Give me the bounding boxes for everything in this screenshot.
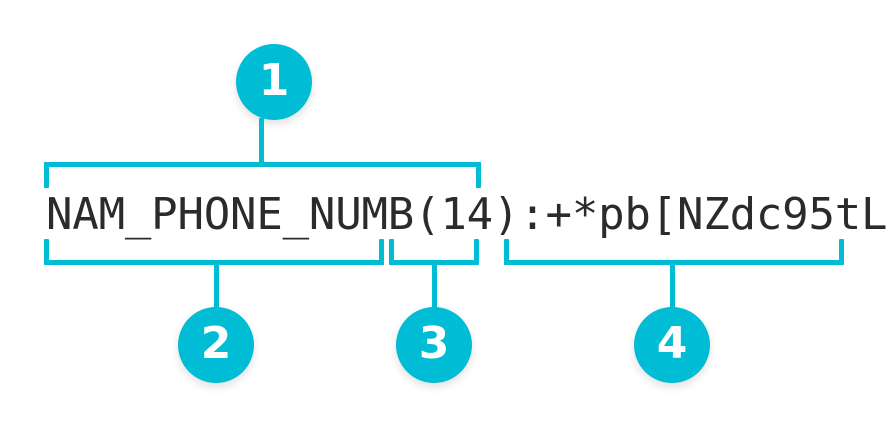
callout-badge-1-label: 1 (258, 55, 290, 106)
bracket-3-bar (389, 260, 479, 265)
callout-badge-4-label: 4 (656, 318, 688, 369)
bracket-2-tick-right (379, 239, 384, 265)
string-part-field-name: NAM_PHONE_NUMB (46, 189, 415, 240)
bracket-2-tick-left (44, 239, 49, 265)
bracket-1-tick-right (476, 162, 481, 188)
callout-stem-3 (432, 263, 437, 309)
segment-bracket-3 (389, 238, 479, 265)
annotated-string: NAM_PHONE_NUMB(14):+*pb[NZdc95tLB (46, 186, 890, 244)
callout-badge-2-label: 2 (200, 318, 232, 369)
bracket-2-bar (44, 260, 384, 265)
bracket-4-tick-right (839, 239, 844, 265)
callout-badge-3-label: 3 (418, 318, 450, 369)
bracket-3-tick-left (389, 239, 394, 265)
segment-bracket-1 (44, 162, 481, 193)
string-part-length: (14) (414, 189, 520, 240)
callout-badge-1: 1 (236, 44, 312, 120)
segment-bracket-4 (504, 238, 844, 265)
bracket-1-tick-left (44, 162, 49, 188)
bracket-4-bar (504, 260, 844, 265)
bracket-4-tick-left (504, 239, 509, 265)
callout-stem-2 (214, 263, 219, 309)
callout-stem-4 (670, 263, 675, 309)
callout-badge-3: 3 (396, 307, 472, 383)
segment-bracket-2 (44, 238, 384, 265)
callout-stem-1 (259, 118, 264, 166)
string-part-value: :+*pb[NZdc95tLB (519, 189, 890, 240)
callout-badge-2: 2 (178, 307, 254, 383)
bracket-1-bar (44, 162, 481, 167)
bracket-3-tick-right (474, 239, 479, 265)
callout-badge-4: 4 (634, 307, 710, 383)
